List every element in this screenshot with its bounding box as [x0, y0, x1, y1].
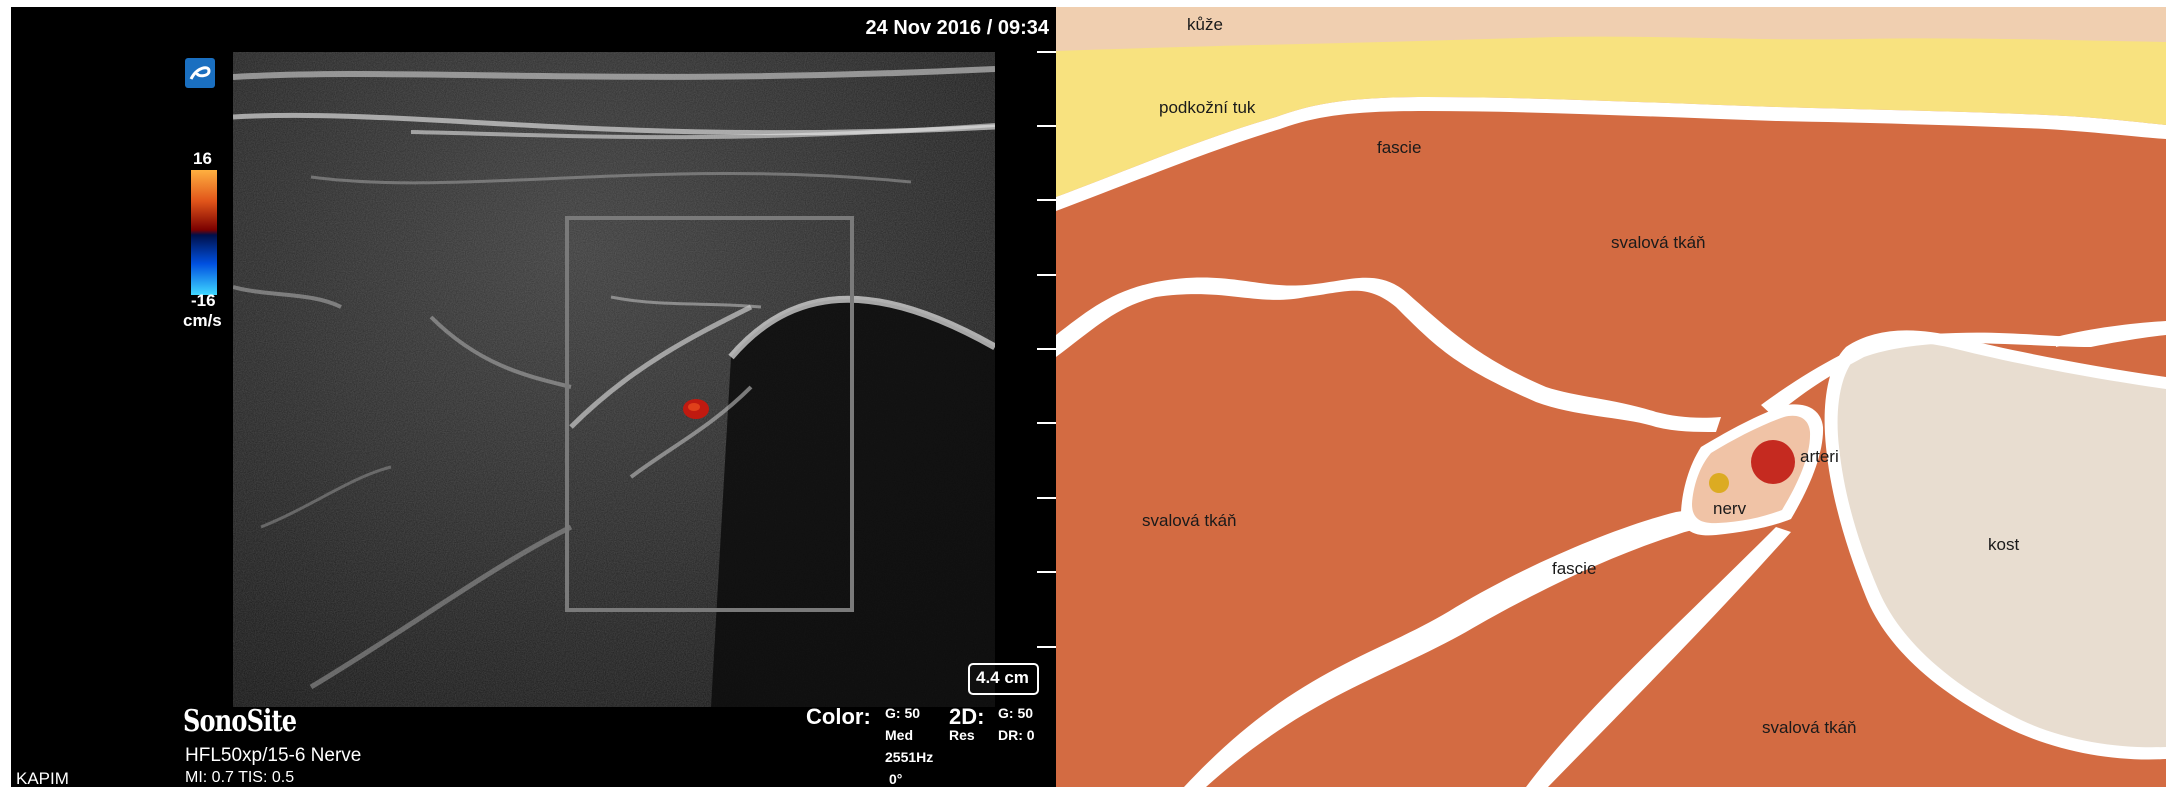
depth-label: 4.4 cm: [976, 668, 1029, 688]
transducer-label: HFL50xp/15-6 Nerve: [185, 745, 361, 767]
label-fascia-bottom: fascie: [1552, 559, 1596, 578]
mode-2d-dr: DR: 0: [998, 727, 1035, 743]
label-fascia-top: fascie: [1377, 138, 1421, 157]
label-bone: kost: [1988, 535, 2019, 554]
nerve-dot: [1709, 473, 1729, 493]
color-scale-min: -16: [191, 291, 216, 311]
color-setting: Med: [885, 727, 913, 743]
label-fat: podkožní tuk: [1159, 98, 1256, 117]
color-prf: 2551Hz: [885, 749, 933, 765]
label-nerve: nerv: [1713, 499, 1747, 518]
brand-logo: SonoSite: [183, 704, 296, 739]
indices-label: MI: 0.7 TIS: 0.5: [185, 769, 294, 787]
color-scale-max: 16: [193, 149, 212, 169]
label-muscle-top: svalová tkáň: [1611, 233, 1706, 252]
artery-vessel: [1751, 440, 1795, 484]
label-artery: arteri: [1800, 447, 1839, 466]
datetime: 24 Nov 2016 / 09:34: [866, 17, 1049, 40]
mode-2d-res: Res: [949, 727, 975, 743]
label-skin: kůže: [1187, 15, 1223, 34]
color-angle: 0°: [889, 771, 902, 787]
depth-scale: [1037, 52, 1056, 647]
label-muscle-left: svalová tkáň: [1142, 511, 1237, 530]
mode-2d-gain: G: 50: [998, 705, 1033, 721]
anatomy-diagram: kůže podkožní tuk fascie svalová tkáň sv…: [1056, 7, 2166, 787]
ultrasound-panel: 24 Nov 2016 / 09:34 16 -16 cm/s 4.4 cm S…: [11, 7, 1056, 787]
color-gain: G: 50: [885, 705, 920, 721]
color-mode-title: Color:: [806, 704, 871, 730]
color-scale-unit: cm/s: [183, 311, 222, 331]
institution-label: KAPIM: [16, 769, 69, 787]
sonosite-logo-icon: [185, 58, 215, 88]
color-scale-bar: [191, 170, 217, 295]
ultrasound-image: [11, 7, 1056, 787]
label-muscle-bottom: svalová tkáň: [1762, 718, 1857, 737]
